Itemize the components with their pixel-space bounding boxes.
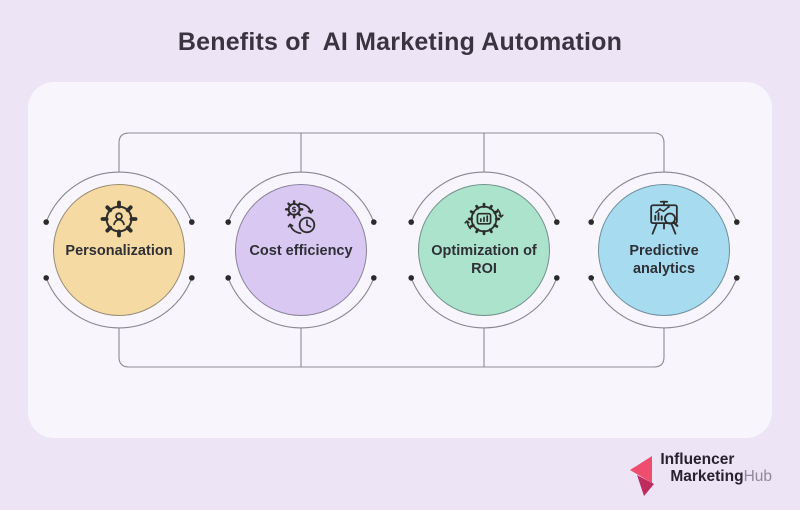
- brand-line1: Influencer: [660, 451, 735, 468]
- page-title: Benefits of AI Marketing Automation: [177, 28, 623, 56]
- benefit-bubble: Predictive analytics: [598, 184, 730, 316]
- brand-arrow-icon: [630, 456, 655, 496]
- benefit-label: Personalization: [65, 243, 173, 259]
- brand-line2-bold: Marketing: [670, 468, 744, 485]
- benefit-bubble: Personalization: [53, 184, 185, 316]
- benefit-bubble: Optimization of ROI: [418, 184, 550, 316]
- decorative-ring: [225, 171, 377, 329]
- benefit-node-roi: Optimization of ROI: [389, 155, 579, 345]
- benefit-label: Cost efficiency: [249, 243, 353, 259]
- decorative-ring: [408, 171, 560, 329]
- benefit-node-cost-efficiency: $ Cost efficiency: [206, 155, 396, 345]
- benefit-bubble: $ Cost efficiency: [235, 184, 367, 316]
- brand-name: Influencer MarketingHub: [660, 451, 772, 485]
- benefit-label: Optimization of ROI: [431, 243, 537, 277]
- decorative-ring: [588, 171, 740, 329]
- analytics-presentation-icon: [650, 200, 679, 235]
- decorative-ring: [43, 171, 195, 329]
- diagram-card: Personalization: [28, 82, 772, 438]
- personalization-gear-user-icon: [100, 200, 138, 238]
- roi-gear-chart-icon: [464, 202, 504, 236]
- benefit-node-personalization: Personalization: [24, 155, 214, 345]
- svg-text:$: $: [291, 205, 296, 214]
- cost-time-cycle-icon: $: [284, 200, 316, 235]
- brand-line2-light: Hub: [743, 468, 772, 485]
- connector-lines: [118, 132, 665, 368]
- benefit-label: Predictive analytics: [629, 243, 699, 277]
- brand-logo: Influencer MarketingHub: [626, 451, 772, 497]
- benefit-node-predictive-analytics: Predictive analytics: [569, 155, 759, 345]
- brand-line2: MarketingHub: [660, 468, 772, 485]
